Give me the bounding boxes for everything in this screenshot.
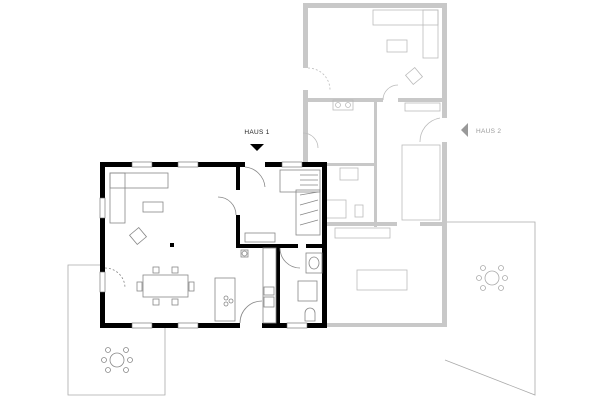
- round-table-left: [101, 347, 133, 373]
- haus-1-walls: [100, 162, 327, 328]
- haus-1-entrance-arrow-icon: [250, 144, 264, 151]
- haus-2-furniture: [302, 9, 441, 291]
- round-table-right: [476, 265, 508, 291]
- terrace-left: [67, 264, 166, 396]
- haus-2-entrance-arrow-icon: [461, 123, 468, 137]
- haus-1-windows: [99, 161, 308, 329]
- haus-2-label: HAUS 2: [476, 128, 501, 135]
- terrace-right: [444, 221, 536, 396]
- haus-1-label: HAUS 1: [244, 129, 269, 136]
- haus-1-furniture: [104, 166, 323, 324]
